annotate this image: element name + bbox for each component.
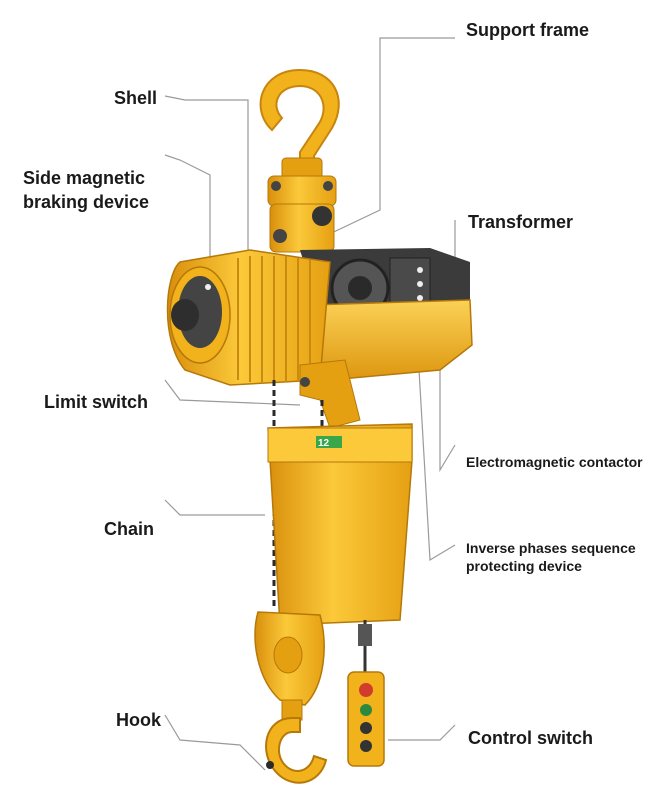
leader-inverse (414, 299, 456, 562)
leader-shell (164, 95, 249, 255)
leader-support-frame (299, 37, 455, 249)
label-hook: Hook (116, 710, 161, 730)
label-chain: Chain (104, 519, 155, 539)
plate-number: 12 (318, 438, 330, 449)
label-inverse-line1: Inverse phases sequence (466, 540, 636, 556)
label-shell: Shell (114, 88, 158, 108)
leader-hook (164, 714, 266, 771)
label-limit-switch: Limit switch (44, 392, 149, 412)
label-control-switch: Control switch (468, 728, 593, 748)
label-side-magnetic-line1: Side magnetic (23, 168, 146, 188)
top-hook (259, 68, 340, 253)
control-pendant (347, 620, 385, 767)
leader-lines (164, 37, 456, 771)
label-electromagnetic-contactor: Electromagnetic contactor (466, 454, 643, 470)
label-side-magnetic-line2: braking device (23, 192, 150, 212)
support-frame (300, 248, 473, 381)
leader-side-magnetic (164, 154, 211, 265)
leader-limit-switch (164, 379, 301, 406)
label-inverse-line2: protecting device (466, 558, 582, 574)
chain-container: 12 (267, 423, 413, 626)
leader-chain (164, 499, 265, 516)
label-support-frame: Support frame (466, 20, 590, 40)
bottom-hook (254, 611, 328, 784)
label-transformer: Transformer (468, 212, 574, 232)
leader-control-switch (388, 724, 456, 741)
motor-shell (166, 249, 331, 386)
